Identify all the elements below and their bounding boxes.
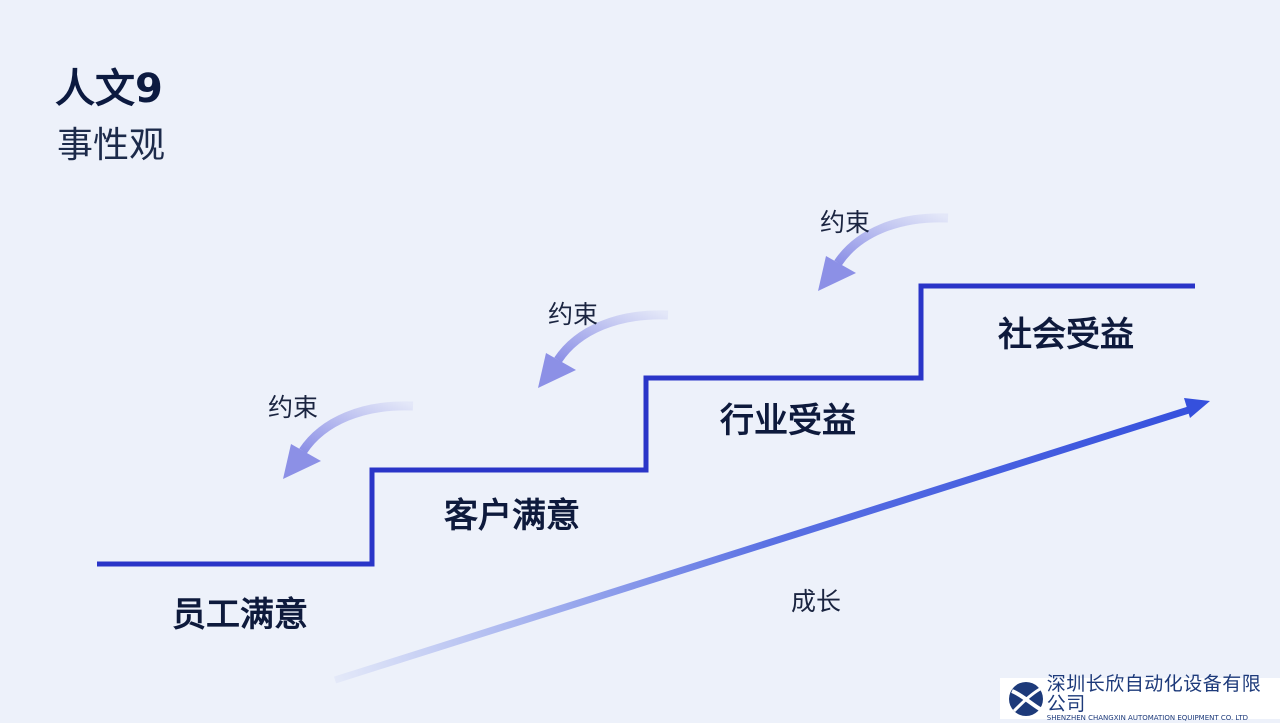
page-subtitle: 事性观 (57, 125, 166, 166)
constraint-label-1: 约束 (267, 393, 319, 422)
constraint-label-3: 约束 (819, 208, 871, 237)
growth-arrowhead (1184, 398, 1210, 418)
step-industry: 行业受益 (720, 401, 856, 441)
logo-icon (1009, 681, 1043, 716)
growth-arrow-line (333, 404, 1197, 684)
company-name-en: SHENZHEN CHANGXIN AUTOMATION EQUIPMENT C… (1046, 714, 1249, 722)
page-title: 人文9 (55, 66, 163, 112)
company-name-cn: 深圳长欣自动化设备有限公司 (1046, 673, 1262, 715)
growth-label: 成长 (790, 587, 842, 616)
constraint-label-2: 约束 (547, 300, 599, 329)
company-logo: 深圳长欣自动化设备有限公司 SHENZHEN CHANGXIN AUTOMATI… (1000, 674, 1280, 722)
step-customer: 客户满意 (444, 496, 580, 536)
step-society: 社会受益 (998, 315, 1134, 355)
stair-line (97, 283, 1195, 567)
step-employee: 员工满意 (172, 595, 308, 635)
